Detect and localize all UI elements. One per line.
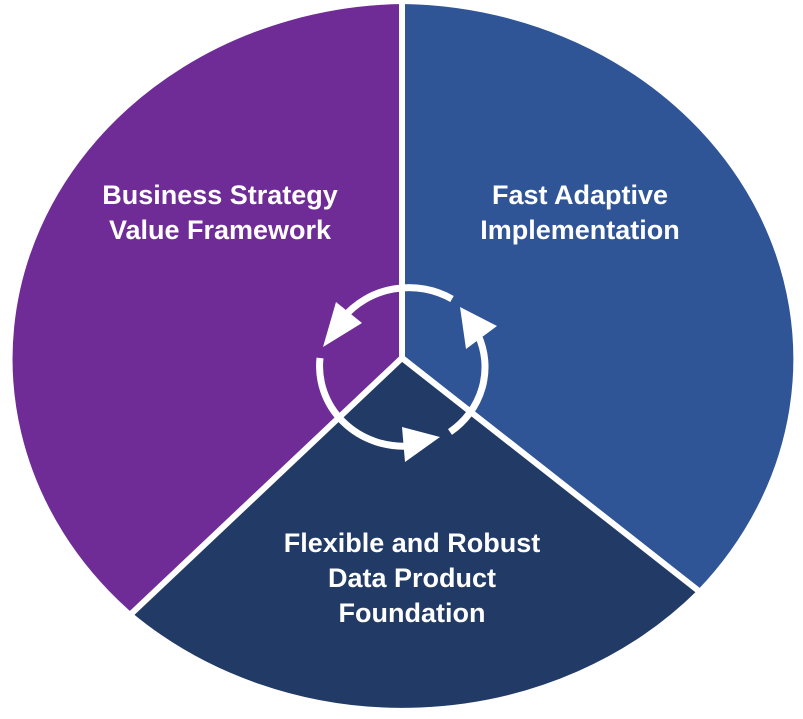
arrowhead-right: [460, 307, 497, 349]
label-line: Business Strategy: [102, 180, 338, 210]
segment-data-product-foundation: [125, 354, 705, 714]
label-line: Fast Adaptive: [491, 180, 669, 210]
arrowhead-bottom: [402, 427, 440, 462]
label-data-product-foundation: Flexible and Robust Data Product Foundat…: [242, 526, 582, 631]
arrowhead-left: [323, 302, 362, 347]
label-line: Data Product: [327, 563, 497, 593]
segment-business-strategy: [6, 0, 405, 620]
segment-fast-adaptive-implementation: [399, 0, 800, 597]
cycle-arc-right: [447, 333, 489, 435]
cycle-arc-top: [340, 284, 454, 321]
label-line: Value Framework: [108, 215, 332, 245]
cycle-arrows-icon: [316, 284, 497, 462]
label-line: Flexible and Robust: [283, 528, 541, 558]
label-line: Implementation: [480, 215, 680, 245]
label-business-strategy: Business Strategy Value Framework: [50, 178, 390, 248]
label-line: Foundation: [338, 598, 486, 628]
label-fast-adaptive-implementation: Fast Adaptive Implementation: [410, 178, 750, 248]
cycle-arc-left: [316, 357, 411, 450]
